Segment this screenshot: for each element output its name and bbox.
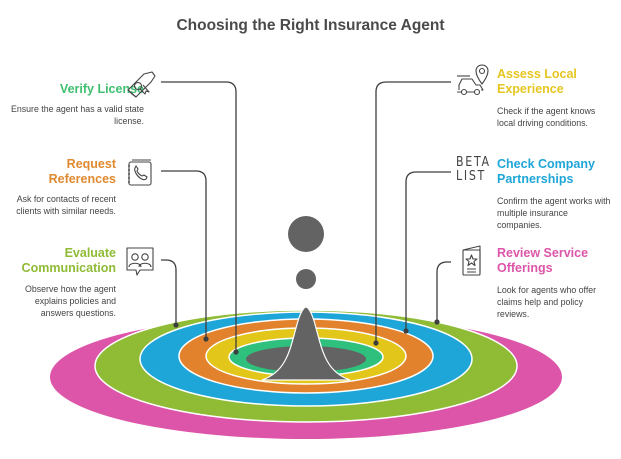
beta-list-icon: BETA LIST xyxy=(456,155,491,184)
people-chat-icon xyxy=(126,247,154,276)
step-label-review-service-offerings: Review Service Offerings xyxy=(497,246,589,275)
connector-request-references xyxy=(161,170,207,339)
step-desc-assess-local-experience: Check if the agent knows local driving c… xyxy=(497,106,596,128)
water-drop xyxy=(261,216,351,381)
step-desc-verify-license: Ensure the agent has a valid state licen… xyxy=(10,104,144,126)
step-label-request-references: Request References xyxy=(48,157,116,186)
connector-dot-verify-license xyxy=(233,349,239,355)
step-desc-check-company-partnerships: Confirm the agent works with multiple in… xyxy=(497,196,611,230)
connector-check-company-partnerships xyxy=(405,171,451,331)
step-label-verify-license: Verify License xyxy=(59,82,144,96)
step-label-check-company-partnerships: Check Company Partnerships xyxy=(497,157,595,186)
connector-assess-local-experience xyxy=(375,81,451,343)
connector-evaluate-communication xyxy=(161,259,177,325)
connector-verify-license xyxy=(161,81,237,352)
connector-dot-review-service-offerings xyxy=(434,319,440,325)
phone-book-icon xyxy=(128,159,152,186)
step-desc-evaluate-communication: Observe how the agent explains policies … xyxy=(25,284,116,318)
diagram-title: Choosing the Right Insurance Agent xyxy=(176,17,445,34)
step-desc-request-references: Ask for contacts of recent clients with … xyxy=(16,194,116,216)
beta-text: BETA xyxy=(456,155,491,170)
connector-dot-request-references xyxy=(203,336,209,342)
connectors xyxy=(161,81,451,355)
list-text: LIST xyxy=(456,169,486,184)
connector-dot-assess-local-experience xyxy=(373,340,379,346)
drop-small xyxy=(296,269,316,289)
diploma-icon xyxy=(127,71,156,98)
step-label-evaluate-communication: Evaluate Communication xyxy=(21,246,116,275)
step-desc-review-service-offerings: Look for agents who offer claims help an… xyxy=(497,285,597,319)
connector-dot-check-company-partnerships xyxy=(403,328,409,334)
splash-peak xyxy=(261,306,351,381)
star-card-icon xyxy=(462,245,481,276)
connector-review-service-offerings xyxy=(436,261,451,322)
connector-dot-evaluate-communication xyxy=(173,322,179,328)
step-label-assess-local-experience: Assess Local Experience xyxy=(497,67,577,96)
drop-large xyxy=(288,216,324,252)
car-location-icon xyxy=(457,64,489,96)
